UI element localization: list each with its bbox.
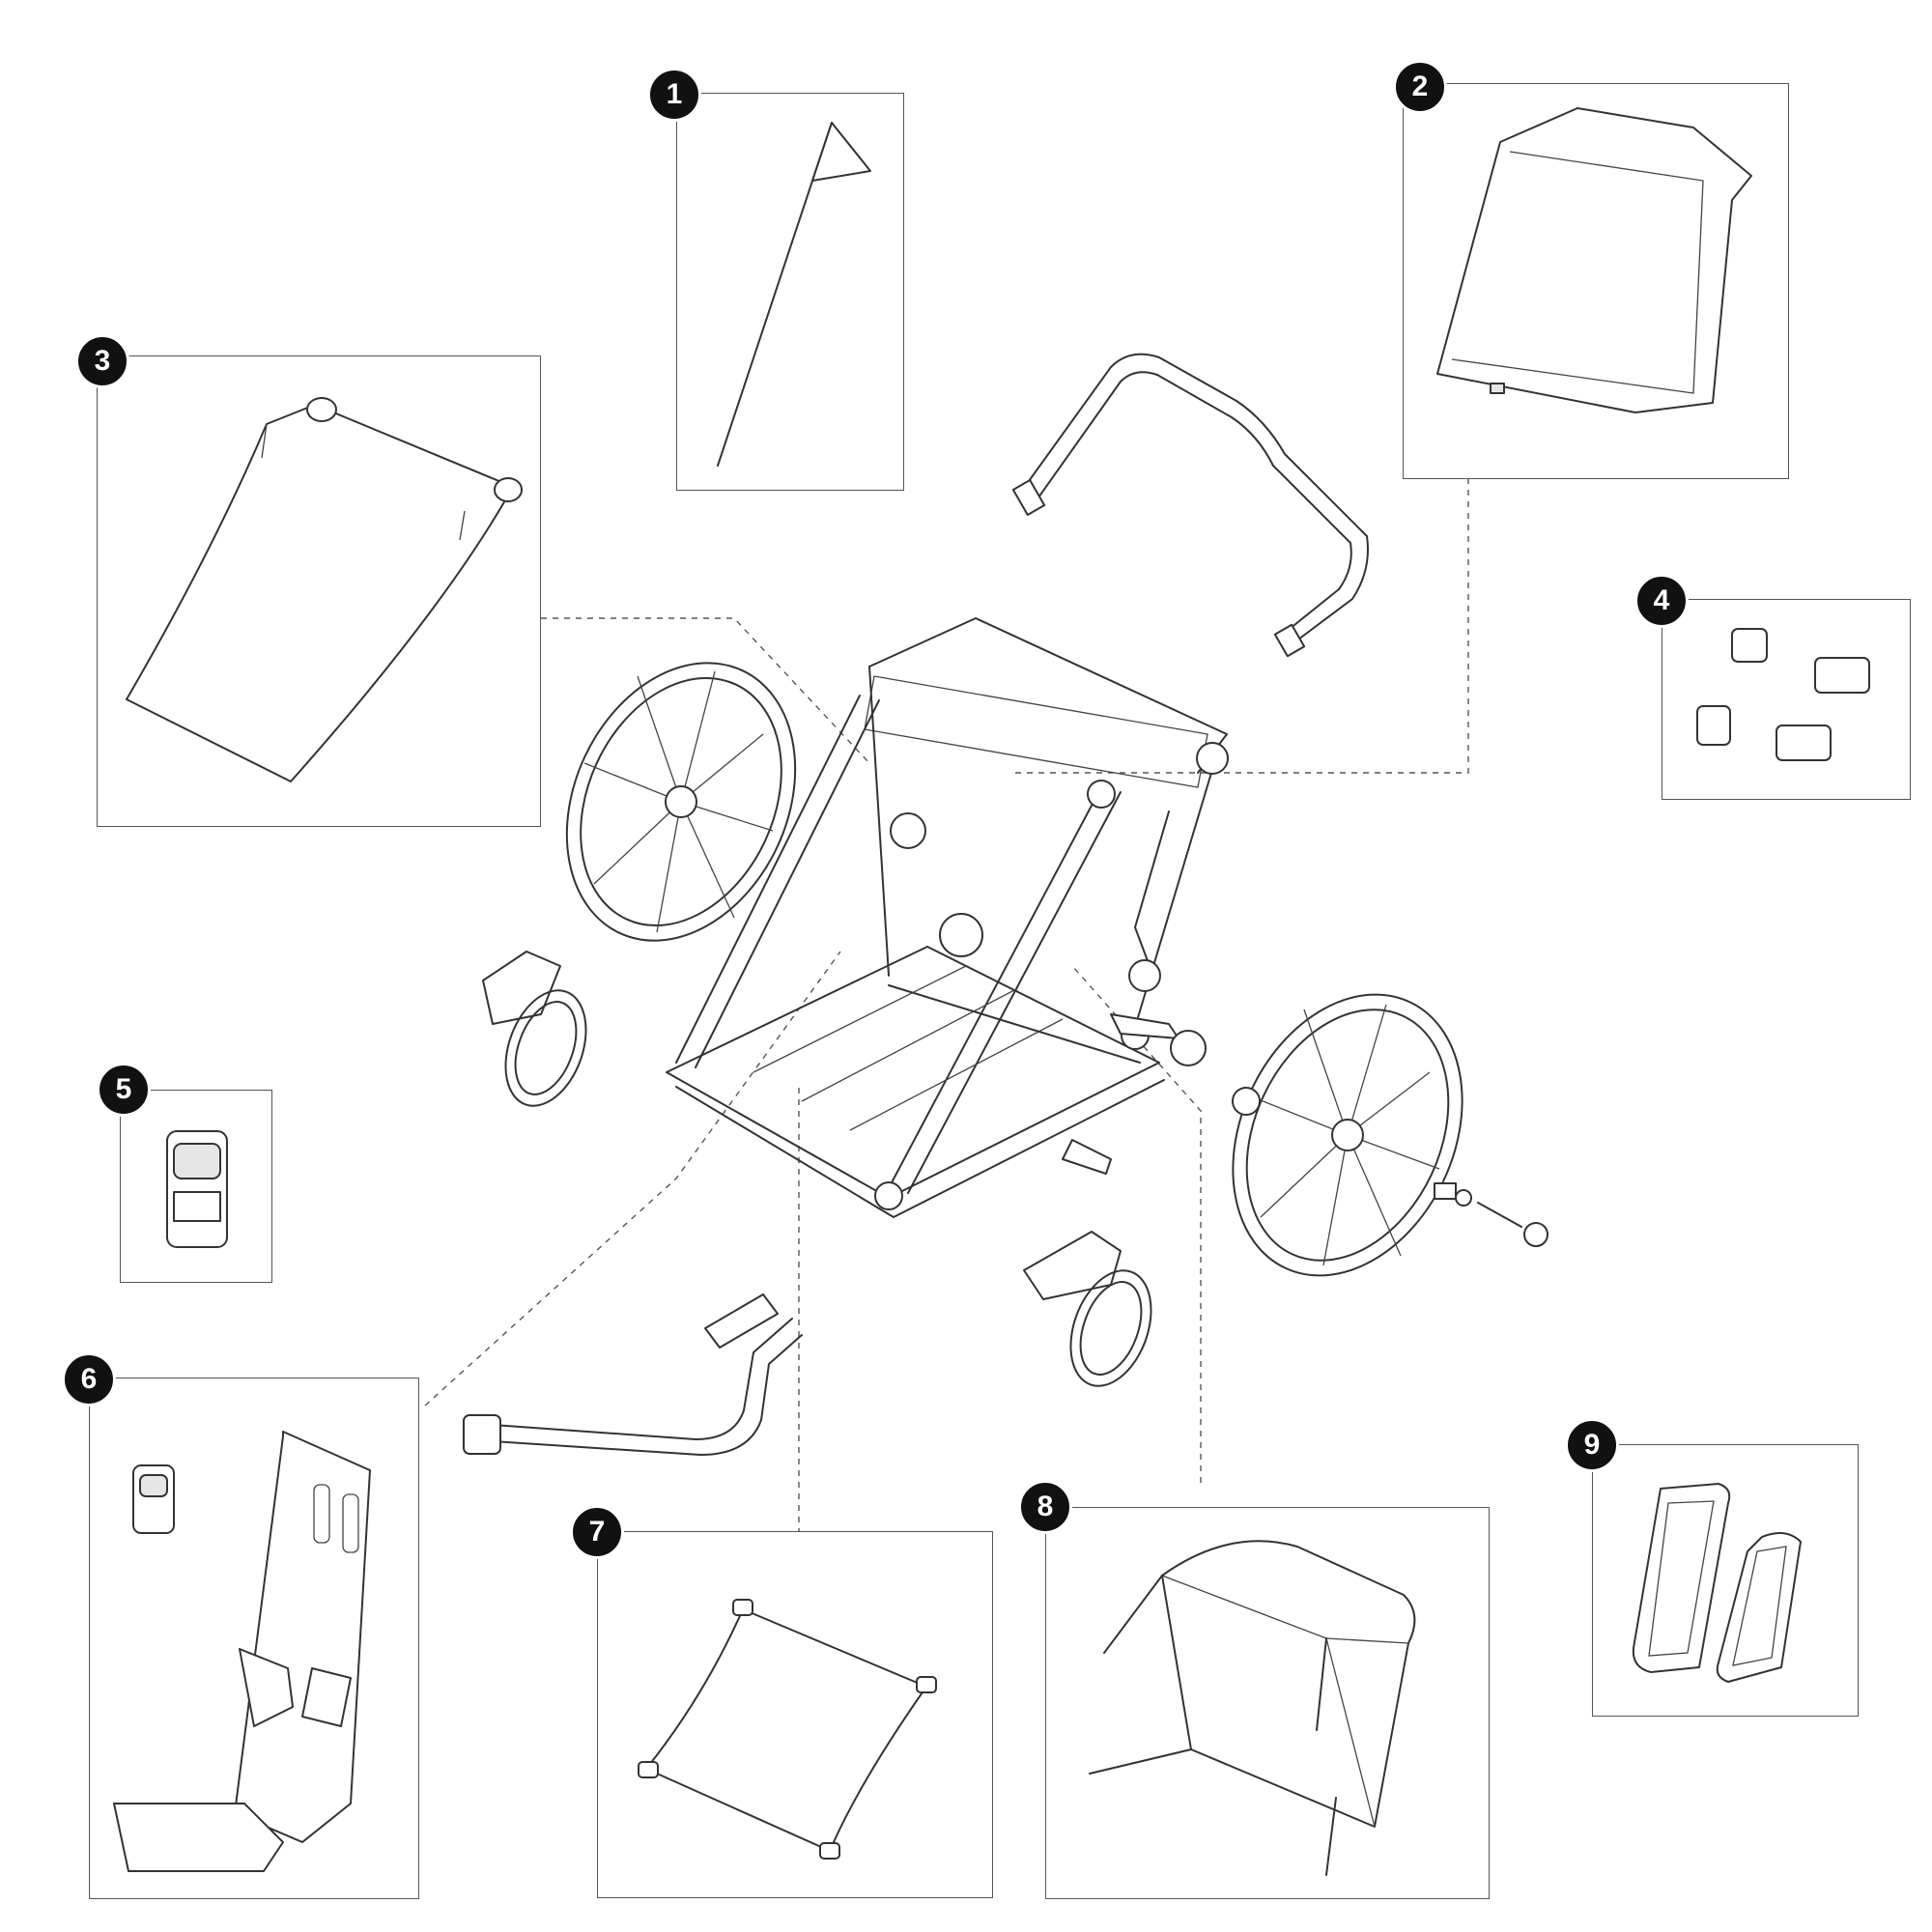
buckle-drawing [166, 1130, 228, 1248]
callout-badge-9: 9 [1565, 1418, 1619, 1472]
sling-drawing [638, 1599, 937, 1860]
callout-badge-4: 4 [1634, 574, 1689, 628]
front-wheel-right [1023, 1231, 1152, 1387]
callout-badge-7: 7 [570, 1505, 624, 1559]
part-box-4 [1662, 599, 1911, 800]
callout-badge-5: 5 [97, 1063, 151, 1117]
part-box-6 [89, 1378, 419, 1899]
handlebar [1011, 353, 1369, 658]
part-box-3 [97, 355, 541, 827]
callout-badge-1: 1 [647, 68, 701, 122]
callout-badge-2: 2 [1393, 60, 1447, 114]
flag-drawing [717, 122, 871, 467]
part-box-9 [1592, 1444, 1859, 1717]
callout-badge-8: 8 [1018, 1480, 1072, 1534]
cover-drawing [126, 397, 523, 782]
part-box-5 [120, 1090, 272, 1283]
part-box-1 [676, 93, 904, 491]
basket-drawing [1089, 1540, 1416, 1876]
tow-arm [463, 1293, 803, 1456]
clips-drawing [1696, 628, 1870, 761]
pads-drawing [1632, 1483, 1802, 1683]
callout-badge-6: 6 [62, 1352, 116, 1406]
rear-wheel-right [1170, 993, 1548, 1277]
part-box-2 [1403, 83, 1789, 479]
front-wheel-left [482, 951, 587, 1107]
canopy-drawing [1436, 107, 1752, 413]
part-box-7 [597, 1531, 993, 1898]
callout-badge-3: 3 [75, 334, 129, 388]
rear-wheel-left [565, 662, 797, 942]
part-box-8 [1045, 1507, 1490, 1899]
seat-drawing [113, 1431, 371, 1872]
frame [666, 617, 1229, 1218]
